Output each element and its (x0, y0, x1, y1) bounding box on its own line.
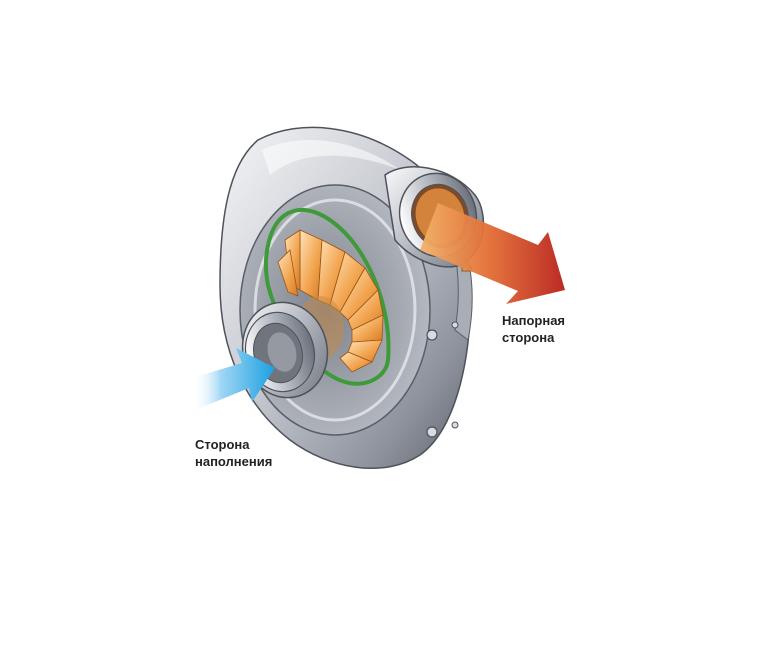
bolt-icon (426, 329, 438, 341)
suction-side-label: Сторона наполнения (195, 436, 272, 470)
pressure-side-label-line2: сторона (502, 330, 555, 345)
inflow-arrow-icon (192, 348, 275, 425)
suction-side-label-line1: Сторона (195, 437, 250, 452)
pressure-side-label-line1: Напорная (502, 313, 566, 328)
suction-side-label-line2: наполнения (195, 454, 273, 469)
outflow-arrow-icon (420, 203, 565, 304)
pressure-side-label: Напорная сторона (502, 312, 565, 346)
bolt-icon (426, 426, 438, 438)
